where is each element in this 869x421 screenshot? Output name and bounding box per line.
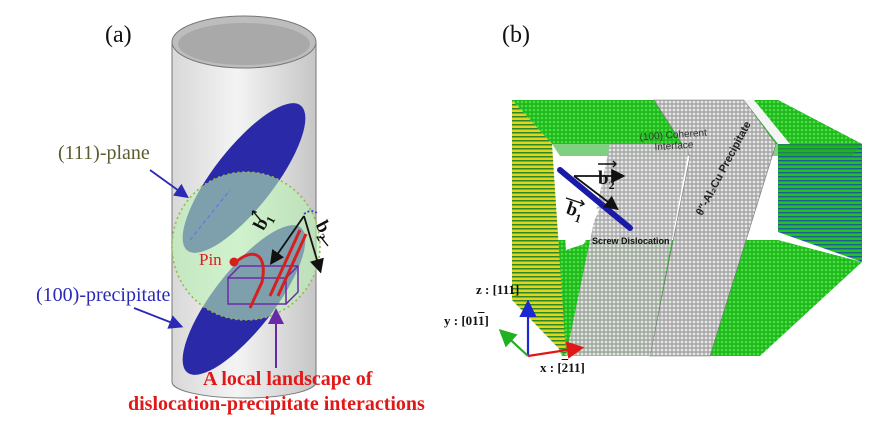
burgers-b2b-symbol: b [598, 168, 609, 189]
burgers-b2-label-b: b2 [598, 168, 615, 193]
axis-x-suffix: 11] [568, 360, 585, 375]
precipitate-label: (100)-precipitate [36, 284, 171, 306]
interface-label: (100) Coherent Interface [639, 128, 708, 155]
axis-y-label: y : [011] [444, 313, 489, 329]
axis-y-prefix: y : [01 [444, 313, 478, 328]
plane-label: (111)-plane [58, 142, 150, 164]
pin-label: Pin [199, 250, 222, 269]
dislocation-lines [235, 229, 308, 309]
pin-marker-icon [229, 257, 239, 267]
axis-x-prefix: x : [ [540, 360, 562, 375]
precipitate-pointer-arrow [133, 307, 184, 329]
burgers-vectors-b [573, 168, 626, 211]
slip-plane-disc [171, 171, 321, 321]
plane-pointer-arrow [149, 169, 189, 199]
coordinate-axes [498, 299, 585, 359]
screw-dislocation-label: Screw Dislocation [592, 236, 670, 246]
vector-overbars [251, 160, 617, 247]
caption-line-2: dislocation-precipitate interactions [128, 393, 425, 415]
atomistic-box [512, 99, 862, 357]
panel-a-label: (a) [105, 22, 132, 48]
local-landscape-box [227, 265, 299, 305]
axis-y-suffix: ] [484, 313, 489, 328]
caption-line-1: A local landscape of [203, 368, 373, 390]
axis-x-label: x : [211] [540, 360, 585, 376]
axis-z-label: z : [111] [476, 282, 520, 297]
burgers-vectors-a [269, 210, 324, 274]
burgers-b2b-sub: 2 [608, 177, 615, 192]
axis-x-bar-digit: 2 [561, 360, 569, 375]
axis-y-bar-digit: 1 [477, 313, 485, 328]
panel-b-label: (b) [502, 22, 530, 48]
screw-dislocation-line [557, 167, 633, 231]
